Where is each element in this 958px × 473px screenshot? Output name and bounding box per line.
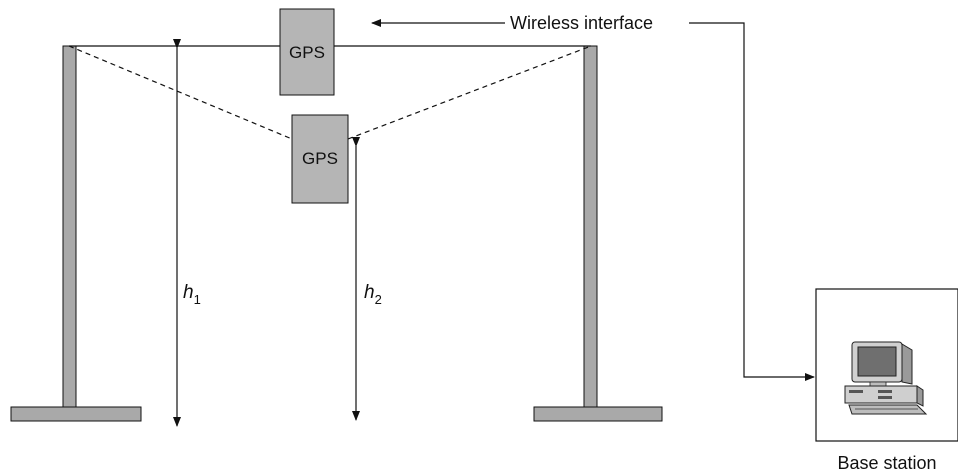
desktop-computer-icon <box>844 341 928 415</box>
right-post <box>533 45 663 422</box>
base-station <box>815 288 958 442</box>
left-post-base <box>10 406 142 422</box>
gps-lower-label: GPS <box>302 149 338 168</box>
wireless-label: Wireless interface <box>510 13 653 33</box>
h2-label: h2 <box>364 282 382 307</box>
h1-subscript: 1 <box>194 292 201 307</box>
h2-subscript: 2 <box>375 292 382 307</box>
h2-symbol: h <box>364 282 375 303</box>
right-post-pole <box>583 45 598 409</box>
h1-label: h1 <box>183 282 201 307</box>
gps-lower-box <box>291 114 349 204</box>
right-post-base <box>533 406 663 422</box>
gps-upper-label: GPS <box>289 43 325 62</box>
connector-line <box>689 22 815 381</box>
base-station-label: Base station <box>837 453 936 473</box>
gps-lower: GPS <box>291 114 349 204</box>
left-post <box>10 45 142 422</box>
gps-upper-box <box>279 8 335 96</box>
left-post-pole <box>62 45 77 409</box>
h1-symbol: h <box>183 282 194 303</box>
gps-upper: GPS <box>279 8 335 96</box>
